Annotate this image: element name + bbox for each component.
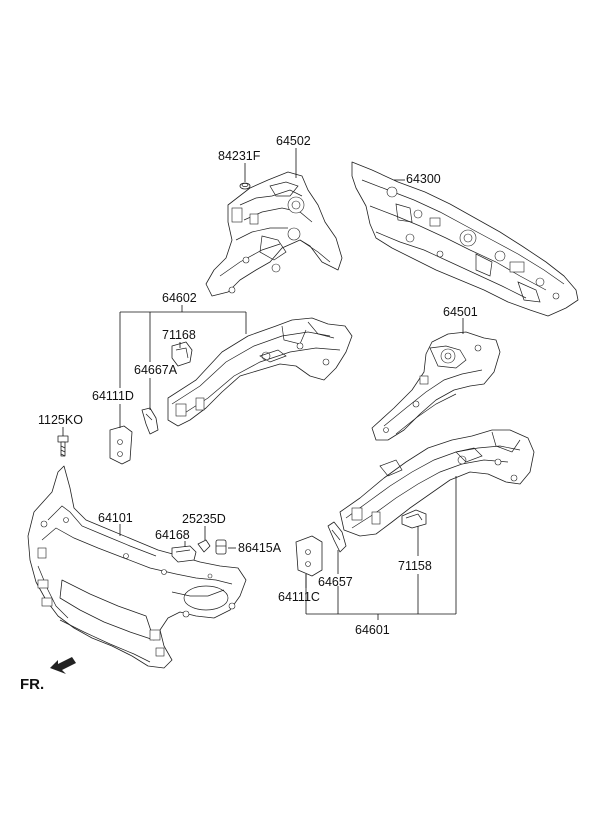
label-84231F: 84231F: [218, 149, 261, 163]
label-86415A: 86415A: [238, 541, 282, 555]
label-64101: 64101: [98, 511, 133, 525]
part-64602-side-member-lh: [167, 317, 353, 427]
label-64501: 64501: [443, 305, 478, 319]
part-1125KO-bolt: [57, 435, 69, 457]
leader-lines: [62, 148, 464, 620]
front-direction-arrow-icon: [50, 657, 76, 674]
label-64168: 64168: [155, 528, 190, 542]
label-64300: 64300: [406, 172, 441, 186]
label-64111C: 64111C: [278, 590, 320, 604]
label-71158: 71158: [398, 559, 432, 573]
part-71158-bracket: [401, 509, 427, 529]
part-64502-apron-upper: [205, 171, 343, 297]
part-64111C-plate: [295, 535, 323, 577]
label-64657: 64657: [318, 575, 353, 589]
part-64501-apron-upper-rh: [371, 331, 501, 441]
label-1125KO: 1125KO: [38, 413, 83, 427]
part-71168-bracket: [171, 341, 193, 367]
part-64601-side-member-rh: [339, 429, 535, 537]
label-64601: 64601: [355, 623, 390, 637]
label-64602: 64602: [162, 291, 197, 305]
part-64657-bracket: [327, 521, 347, 553]
label-64111D: 64111D: [92, 389, 134, 403]
label-25235D: 25235D: [182, 512, 226, 526]
part-64300-dash-crossmember: [351, 161, 579, 317]
label-64502: 64502: [276, 134, 311, 148]
part-86415A-clip: [215, 539, 227, 555]
part-64168-bracket: [171, 545, 197, 563]
part-64101-radiator-support: [27, 465, 247, 669]
part-64667A-bracket: [141, 407, 159, 435]
part-25235D-clip: [197, 539, 211, 553]
label-64667A: 64667A: [134, 363, 178, 377]
part-84231F-plug: [239, 182, 251, 190]
label-71168: 71168: [162, 328, 196, 342]
front-label: FR.: [20, 676, 44, 693]
part-64111D-plate: [109, 425, 133, 465]
